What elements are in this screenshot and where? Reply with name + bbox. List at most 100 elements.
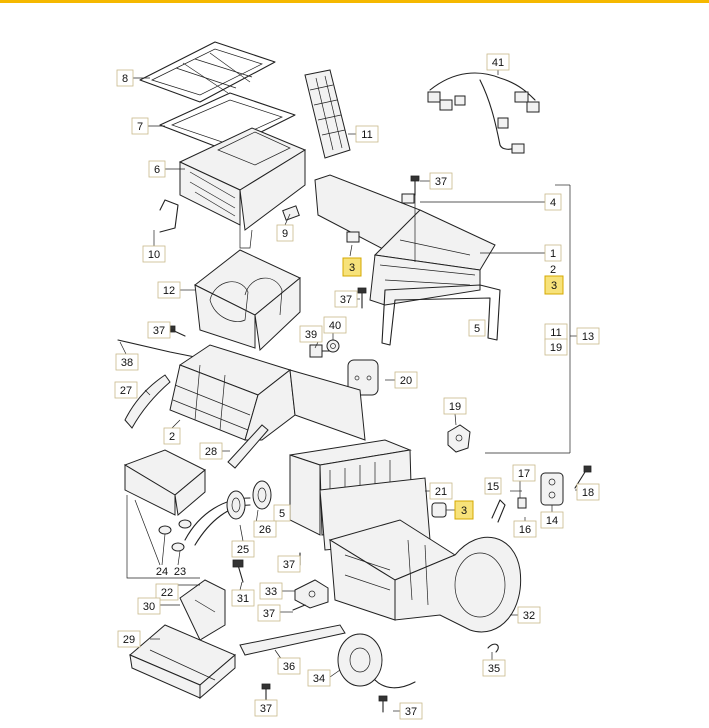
part-9-clip [282, 205, 300, 221]
part-36-strip [239, 624, 346, 656]
svg-text:8: 8 [122, 73, 128, 85]
svg-text:37: 37 [263, 608, 275, 620]
callout-36: 36 [277, 657, 301, 675]
part-19-plate [447, 424, 471, 453]
svg-text:41: 41 [492, 57, 504, 69]
callout-14: 14 [540, 511, 564, 529]
svg-text:5: 5 [474, 323, 480, 335]
svg-text:16: 16 [519, 524, 531, 536]
part-6-housing [159, 127, 307, 249]
part-11-filter [304, 69, 351, 159]
callout-37-lower-mid: 37 [277, 555, 301, 573]
callouts: 8 7 6 9 10 11 41 37 4 1 2 3 3 12 37 5 11… [114, 53, 600, 720]
callout-30: 30 [137, 597, 161, 615]
callout-9: 9 [276, 224, 294, 242]
callout-3-mid: 3 [342, 257, 362, 277]
callout-17: 17 [512, 464, 536, 482]
callout-2-left: 2 [163, 427, 181, 445]
svg-text:37: 37 [260, 703, 272, 715]
svg-text:21: 21 [435, 486, 447, 498]
callout-2-right: 2 [550, 264, 556, 276]
svg-text:19: 19 [550, 342, 562, 354]
part-30-duct [179, 579, 226, 641]
part-31-bolt [232, 559, 244, 583]
callout-32: 32 [517, 606, 541, 624]
svg-text:13: 13 [582, 331, 594, 343]
callout-5-lower: 5 [273, 504, 291, 522]
part-28-bracket [227, 424, 269, 469]
callout-10: 10 [142, 245, 166, 263]
callout-41: 41 [486, 53, 510, 71]
callout-37-left: 37 [147, 321, 171, 339]
callout-34: 34 [307, 669, 331, 687]
callout-22: 22 [155, 583, 179, 601]
callout-5-top: 5 [468, 319, 486, 337]
callout-18: 18 [576, 483, 600, 501]
svg-text:17: 17 [518, 468, 530, 480]
callout-1: 1 [544, 244, 562, 262]
svg-text:6: 6 [154, 164, 160, 176]
svg-text:1: 1 [550, 248, 556, 260]
part-29-tray [129, 624, 236, 700]
svg-text:35: 35 [488, 663, 500, 675]
callout-37-top: 37 [429, 172, 453, 190]
callout-20: 20 [394, 371, 418, 389]
callout-16: 16 [513, 520, 537, 538]
svg-text:40: 40 [329, 320, 341, 332]
part-22-tray [123, 449, 206, 516]
part-37-screw-left [167, 325, 186, 337]
accent-top-bar [0, 0, 709, 3]
svg-text:9: 9 [282, 228, 288, 240]
svg-text:29: 29 [123, 634, 135, 646]
callout-29: 29 [117, 630, 141, 648]
svg-text:37: 37 [153, 325, 165, 337]
svg-text:23: 23 [174, 566, 186, 578]
callout-21: 21 [429, 482, 453, 500]
svg-text:14: 14 [546, 515, 558, 527]
callout-37-bottom-left: 37 [254, 699, 278, 717]
part-41-harness [427, 72, 540, 154]
callout-3-lower: 3 [454, 500, 474, 520]
svg-text:38: 38 [121, 357, 133, 369]
part-24-23-seals [158, 519, 192, 552]
callout-13: 13 [576, 327, 600, 345]
part-12-housing [194, 249, 301, 352]
part-34-blower-motor [337, 633, 416, 689]
callout-37-bottom-right: 37 [399, 702, 423, 720]
callout-40: 40 [323, 316, 347, 334]
svg-text:22: 22 [161, 587, 173, 599]
callout-23: 23 [174, 566, 186, 578]
leader-lines [119, 70, 580, 712]
callout-11-top: 11 [355, 125, 379, 143]
svg-text:37: 37 [283, 559, 295, 571]
svg-text:19: 19 [449, 401, 461, 413]
svg-text:39: 39 [305, 329, 317, 341]
svg-text:37: 37 [435, 176, 447, 188]
svg-text:15: 15 [487, 481, 499, 493]
part-26-rings [226, 480, 272, 520]
callout-12: 12 [157, 281, 181, 299]
callout-8: 8 [116, 69, 134, 87]
callout-35: 35 [482, 659, 506, 677]
callout-19-mid: 19 [443, 397, 467, 415]
part-27-bracket [124, 374, 171, 429]
part-32-blower-housing [328, 519, 522, 633]
callout-26: 26 [253, 520, 277, 538]
svg-text:18: 18 [582, 487, 594, 499]
part-2-housing [169, 344, 366, 441]
svg-text:25: 25 [237, 544, 249, 556]
svg-text:31: 31 [237, 593, 249, 605]
callout-25: 25 [231, 540, 255, 558]
callout-3-right: 3 [544, 275, 564, 295]
svg-text:2: 2 [169, 431, 175, 443]
svg-text:4: 4 [550, 197, 556, 209]
callout-7: 7 [131, 117, 149, 135]
part-7-frame [159, 92, 296, 151]
svg-text:34: 34 [313, 673, 325, 685]
svg-text:5: 5 [279, 508, 285, 520]
callout-33: 33 [259, 582, 283, 600]
callout-37-lower-left: 37 [257, 604, 281, 622]
svg-text:27: 27 [120, 385, 132, 397]
callout-37-mid: 37 [334, 290, 358, 308]
